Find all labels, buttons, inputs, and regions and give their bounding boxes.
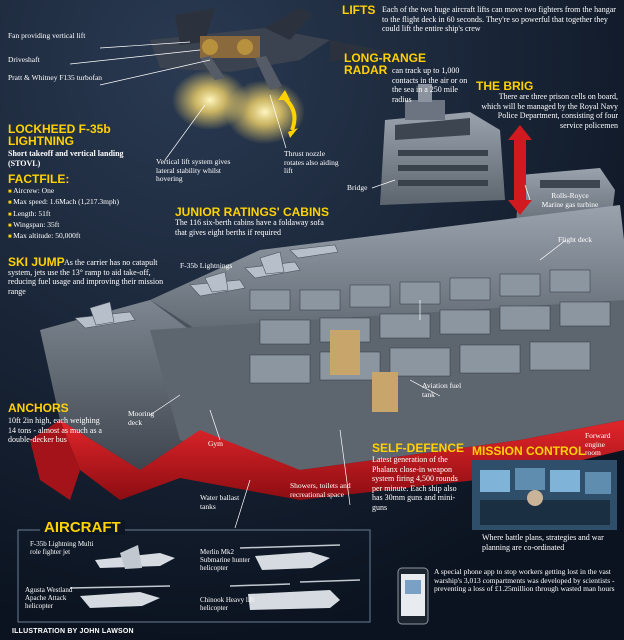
lifts-text: Each of the two huge aircraft lifts can … [382,5,616,33]
aircraft-box [17,529,371,623]
aircraft-apache: Agusta Westland Apache Attack helicopter [25,586,73,610]
radar-text: can track up to 1,000 contacts in the ai… [392,66,468,104]
mooring-label: Mooring deck [128,409,155,427]
anchors-text: 10ft 2in high, each weighing 14 tons - a… [8,416,102,444]
mission-control-photo [472,460,617,530]
aircraft-merlin: Merlin Mk2 Submarine hunter helicopter [200,548,250,572]
phone-icon [397,567,429,625]
thrust-label: Thrust nozzle rotates also aiding lift [284,149,339,175]
rolls-label: Rolls-Royce Marine gas turbine [541,191,599,209]
fact-item: Max speed: 1.6Mach (1,217.3mph) [8,197,128,208]
skijump-text: As the carrier has no catapult system, j… [8,258,164,296]
illustration-credit: ILLUSTRATION BY JOHN LAWSON [12,628,134,635]
lockheed-heading-2: LIGHTNING [8,134,74,148]
phone-text: A special phone app to stop workers gett… [434,567,615,594]
lift-arrow [508,125,532,215]
fact-item: Aircrew: One [8,186,128,197]
fact-item: Wingspan: 35ft [8,220,128,231]
selfdefence-text: Latest generation of the Phalanx close-i… [372,455,458,512]
f35-jet-illustration [150,8,390,144]
ship-hull [30,205,624,500]
gym-label: Gym [208,439,223,448]
selfdefence-heading: SELF-DEFENCE [372,441,465,455]
vertical-lift-label: Vertical lift system gives lateral stabi… [156,157,231,183]
anchors-heading: ANCHORS [8,401,69,415]
aircraft-heading: AIRCRAFT [40,520,125,535]
lockheed-sub: Short takeoff and vertical landing (STOV… [8,149,124,168]
brig-text: There are three prison cells on board, w… [481,92,618,130]
fact-item: Max altitude: 50,000ft [8,231,128,242]
lockheed-heading: LOCKHEED F-35b [8,122,111,136]
radar-heading-2: RADAR [344,63,388,77]
mission-heading: MISSION CONTROL [472,444,586,458]
bridge-label: Bridge [347,183,368,192]
water-ballast-label: Water ballast tanks [200,493,240,511]
mission-text: Where battle plans, strategies and war p… [482,533,604,552]
lifts-heading: LIFTS [342,3,376,17]
radar-heading: LONG-RANGE [344,51,426,65]
aircraft-f35: F-35b Lightning Multi role fighter jet [30,540,94,556]
brig-heading: THE BRIG [476,79,534,93]
junior-heading: JUNIOR RATINGS' CABINS [175,205,329,219]
junior-text: The 116 six-berth cabins have a foldaway… [175,218,324,237]
flight-deck-label: Flight deck [558,235,592,244]
skijump-heading: SKI JUMP [8,255,65,269]
factfile-heading: FACTFILE: [8,172,70,186]
aircraft-chinook: Chinook Heavy lift helicopter [200,596,255,612]
pratt-label: Pratt & Whitney F135 turbofan [8,73,103,82]
fan-label: Fan providing vertical lift [8,31,86,40]
f35-label: F-35b Lightnings [180,261,233,270]
deck-jets [74,244,339,329]
forward-engine-label: Forward engine room [585,431,611,457]
showers-label: Showers, toilets and recreational space [290,481,351,499]
driveshaft-label: Driveshaft [8,55,40,64]
leader-lines [69,41,567,529]
aviation-label: Aviation fuel tank [422,381,462,399]
fact-item: Length: 51ft [8,209,128,220]
factfile-list: Aircrew: One Max speed: 1.6Mach (1,217.3… [8,186,128,242]
